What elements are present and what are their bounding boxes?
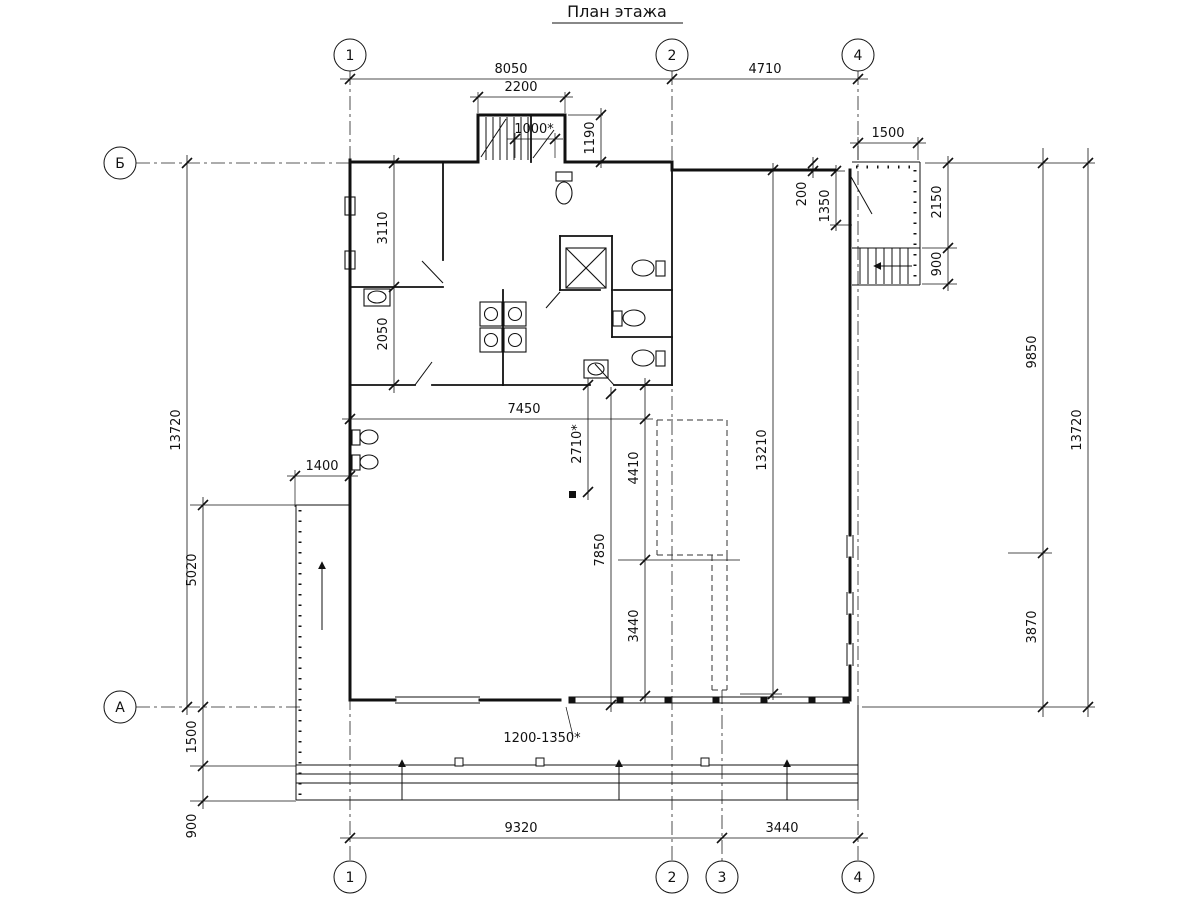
drawing-title: План этажа <box>567 2 667 21</box>
interior-partitions <box>349 114 673 386</box>
dim-13720-left: 13720 <box>169 409 184 450</box>
stair-break-line <box>480 118 507 158</box>
left-wall-niche-2 <box>344 250 356 270</box>
dimension-lines <box>186 78 1089 839</box>
dim-4410: 4410 <box>627 451 642 484</box>
dim-900-right: 900 <box>930 252 945 277</box>
sink-bank-right <box>503 301 527 353</box>
dim-1500-left: 1500 <box>185 720 200 753</box>
dim-9850: 9850 <box>1025 335 1040 368</box>
dim-8050: 8050 <box>494 62 527 77</box>
wall-fixture-hall-2 <box>351 454 379 471</box>
toilet-right-1 <box>631 259 666 277</box>
dim-3110: 3110 <box>376 211 391 244</box>
dim-3440-bottom: 3440 <box>765 821 798 836</box>
porch <box>295 504 859 801</box>
terrace-right <box>852 161 921 286</box>
dim-7450: 7450 <box>507 402 540 417</box>
hall-column <box>569 491 576 498</box>
dim-1200-1350: 1200-1350* <box>503 731 581 746</box>
dim-13210: 13210 <box>755 429 770 470</box>
toilet-top <box>555 171 573 205</box>
sink-bank-left <box>479 301 503 353</box>
dim-2150: 2150 <box>930 185 945 218</box>
door-swings <box>414 129 873 386</box>
dim-1350: 1350 <box>818 189 833 222</box>
dim-9320: 9320 <box>504 821 537 836</box>
sink-corridor <box>583 359 609 379</box>
dim-4710: 4710 <box>748 62 781 77</box>
axis-bottom-1: 1 <box>346 870 355 886</box>
toilet-right-2 <box>631 349 666 367</box>
dim-7850: 7850 <box>593 533 608 566</box>
exterior-walls <box>348 113 852 702</box>
wall-fixture-hall-1 <box>351 429 379 446</box>
axis-bottom-4: 4 <box>854 870 863 886</box>
windows <box>344 196 854 704</box>
axis-top-2: 2 <box>668 48 677 64</box>
dimension-texts-vertical: 13720 5020 1500 900 3110 2050 1190 2710*… <box>169 121 1085 838</box>
dim-1000: 1000* <box>514 122 554 137</box>
axis-left-b: Б <box>115 156 125 172</box>
axis-left-a: А <box>115 700 125 716</box>
bottom-columns <box>568 696 850 704</box>
fixtures <box>351 171 666 498</box>
shower-tray <box>565 247 607 289</box>
axis-top-1: 1 <box>346 48 355 64</box>
axis-bottom-3: 3 <box>718 870 727 886</box>
stairs-top <box>480 117 529 160</box>
toilet-mid <box>612 309 646 327</box>
dim-5020: 5020 <box>185 553 200 586</box>
dim-2710: 2710* <box>570 424 585 464</box>
axis-grid-lines <box>136 71 859 861</box>
dim-2050: 2050 <box>376 317 391 350</box>
dim-900-left: 900 <box>185 814 200 839</box>
dim-1190: 1190 <box>583 121 598 154</box>
sink-room1 <box>363 288 391 307</box>
dimension-texts-horizontal: 8050 4710 2200 1000* 1500 7450 1400 1200… <box>305 62 904 836</box>
column-spacing-leader <box>565 706 574 737</box>
dim-13720-right: 13720 <box>1070 409 1085 450</box>
dim-3870: 3870 <box>1025 610 1040 643</box>
dim-1400: 1400 <box>305 459 338 474</box>
dim-2200: 2200 <box>504 80 537 95</box>
axis-top-4: 4 <box>854 48 863 64</box>
axis-markers: 1 2 4 1 2 3 4 Б А <box>103 38 875 894</box>
axis-bottom-2: 2 <box>668 870 677 886</box>
dashed-partition <box>656 419 728 691</box>
dim-200: 200 <box>795 182 810 207</box>
dim-3440-mid: 3440 <box>627 609 642 642</box>
extension-lines <box>190 92 1095 802</box>
dim-1500-top: 1500 <box>871 126 904 141</box>
left-wall-niche-1 <box>344 196 356 216</box>
